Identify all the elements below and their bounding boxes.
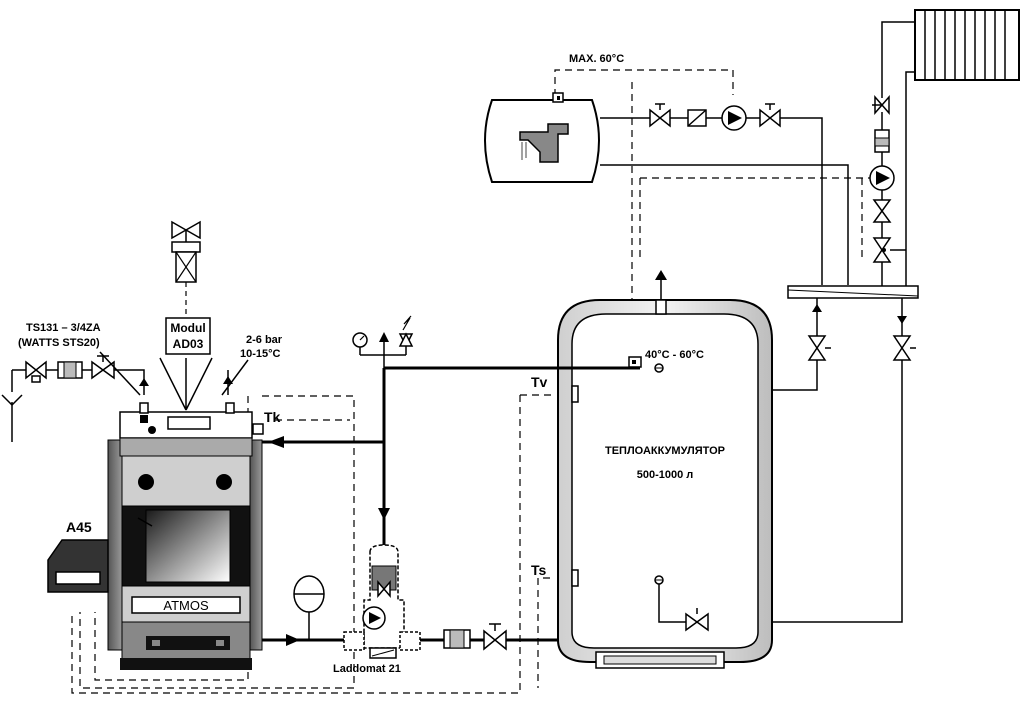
vent-arrow-icon	[655, 270, 667, 300]
atmos-label: ATMOS	[163, 598, 209, 613]
manometer-icon	[352, 332, 368, 355]
valve-heater-1	[649, 103, 671, 128]
sensor-tv	[571, 385, 579, 403]
valve-radiator-1	[872, 95, 890, 115]
valve-manifold-right	[892, 335, 916, 361]
sensor-tk	[252, 423, 264, 435]
ts131-filter	[57, 361, 83, 379]
return-filter	[443, 629, 471, 649]
pressure-label: 2-6 bar	[246, 334, 283, 346]
safety-valve-icon	[398, 315, 414, 355]
modul-label-2: AD03	[173, 337, 204, 351]
tv-label: Tv	[531, 374, 548, 390]
ts131-label-1: TS131 – 3/4ZA	[26, 322, 101, 334]
tk-label: Tk	[264, 409, 281, 425]
valve-tank-bottom	[685, 608, 709, 632]
a45-label: A45	[66, 519, 92, 535]
valve-heater-2	[759, 103, 781, 128]
valve-manifold-left	[807, 335, 831, 361]
ts131-valve-2	[91, 355, 115, 380]
arrow-up-icon	[379, 332, 389, 355]
radiator	[914, 9, 1020, 81]
ts131-valve-1	[25, 360, 47, 383]
return-valve	[483, 623, 507, 651]
manifold-arrow-right	[897, 316, 907, 324]
laddomat-unit	[343, 544, 421, 659]
pump-heater	[721, 105, 747, 131]
valve-radiator-2	[872, 199, 892, 223]
modul-label-1: Modul	[170, 321, 205, 335]
ts-label: Ts	[531, 562, 547, 578]
water-heater	[484, 92, 600, 183]
filter-radiator	[874, 129, 890, 153]
sensor-ts	[571, 569, 579, 587]
tank-title: ТЕПЛОАККУМУЛЯТОР	[605, 445, 725, 457]
pump-radiator	[869, 165, 895, 191]
control-wiring	[71, 69, 880, 694]
faucet-icon	[519, 123, 569, 163]
max-temp-label: MAX. 60°C	[569, 53, 624, 65]
laddomat-label: Laddomat 21	[333, 663, 401, 675]
heat-accumulator-tank	[557, 299, 773, 669]
temperature-label: 10-15°C	[240, 348, 281, 360]
distribution-manifold	[787, 285, 919, 299]
ts131-label-2: (WATTS STS20)	[18, 337, 100, 349]
modul-ad03-actuator	[165, 220, 211, 355]
burner-a45	[47, 539, 109, 593]
tank-volume: 500-1000 л	[637, 469, 694, 481]
filter-heater	[687, 109, 707, 127]
expansion-vessel	[293, 575, 325, 640]
boiler-atmos	[107, 411, 263, 670]
manifold-arrow-left	[812, 304, 822, 312]
tank-temp-label: 40°C - 60°C	[645, 349, 704, 361]
valve-radiator-3	[872, 237, 906, 263]
